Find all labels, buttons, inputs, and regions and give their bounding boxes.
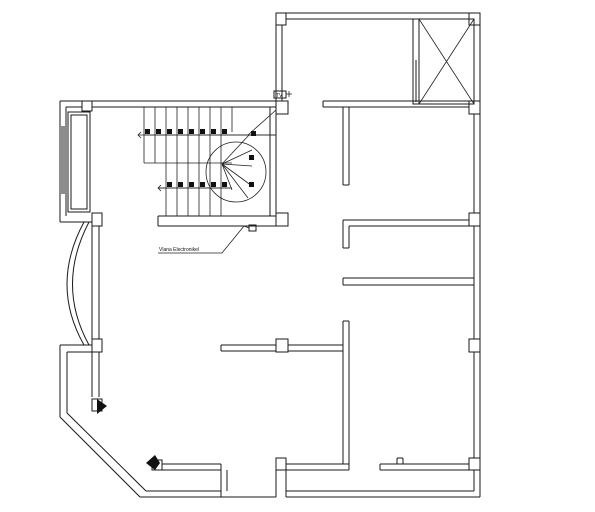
column — [468, 338, 481, 353]
column — [91, 212, 103, 227]
column — [275, 212, 289, 227]
column — [91, 338, 103, 353]
column — [81, 100, 93, 112]
tv-label: TV — [276, 93, 283, 99]
column — [275, 100, 289, 115]
column — [468, 457, 481, 471]
column — [275, 338, 289, 353]
north-arrow-icon — [97, 399, 107, 414]
staircase — [137, 107, 277, 216]
valve-annotation: Vlana Electronikel — [158, 224, 257, 254]
marker-icon — [146, 455, 160, 470]
column — [468, 212, 481, 227]
interior-walls — [153, 100, 474, 497]
column — [275, 12, 287, 26]
entrance-markers — [97, 399, 160, 470]
left-window — [61, 111, 91, 213]
column — [275, 457, 287, 471]
valve-label: Vlana Electronikel — [159, 247, 199, 253]
tv-symbol: TV — [273, 90, 292, 99]
exterior-walls — [59, 12, 481, 498]
elevator-shaft — [412, 18, 475, 105]
curved-bay-wall — [66, 221, 90, 346]
structural-columns — [81, 12, 481, 471]
